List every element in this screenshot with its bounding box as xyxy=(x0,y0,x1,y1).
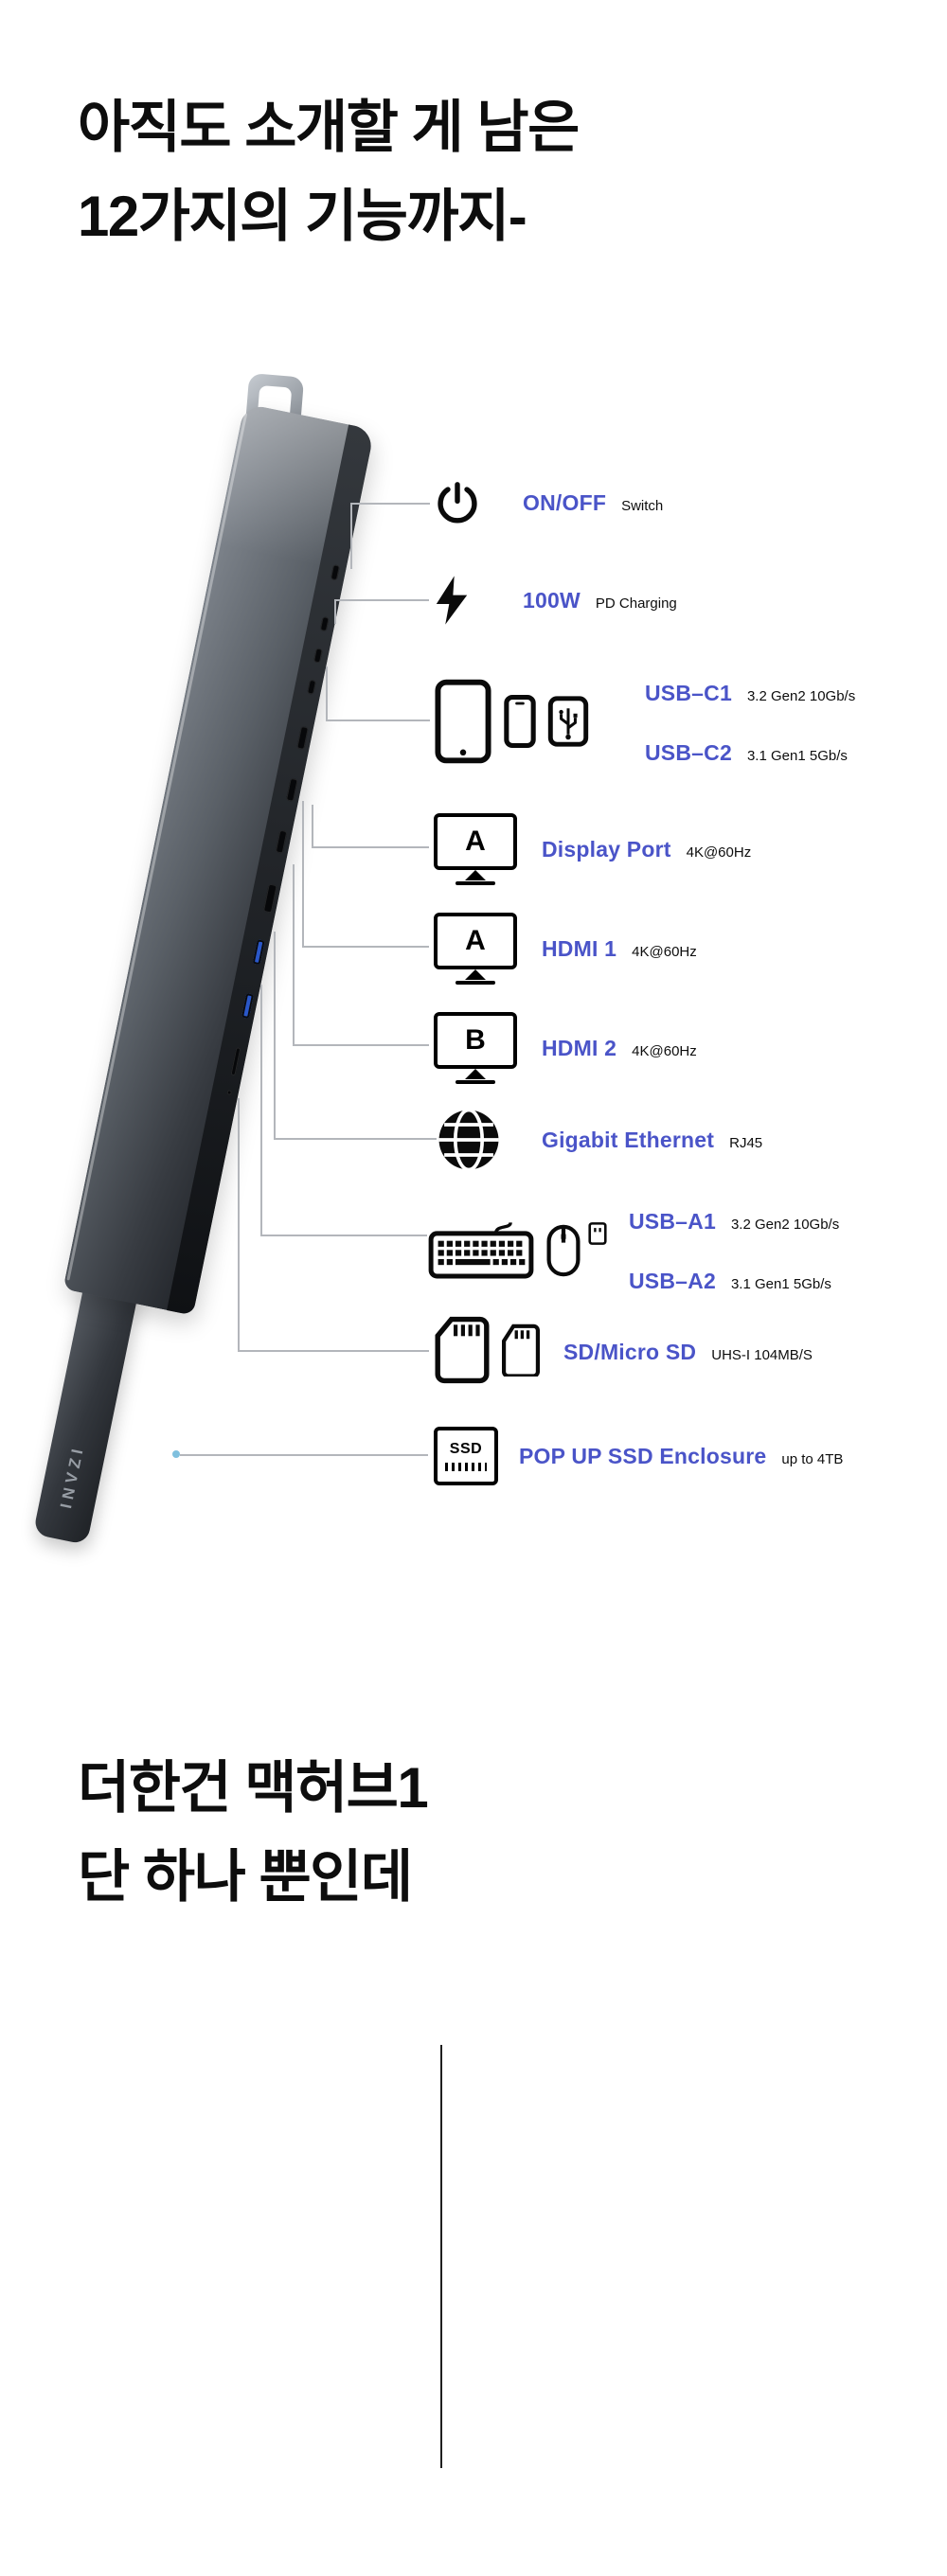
brand-logo: INVZI xyxy=(57,1442,88,1510)
feature-spec: RJ45 xyxy=(729,1134,763,1151)
ssd-enclosure-stick: INVZI xyxy=(32,1276,140,1545)
callout-line xyxy=(326,720,430,721)
callout-line xyxy=(326,666,328,721)
headline-bottom: 더한건 맥허브1 단 하나 뿐인데 xyxy=(78,1744,429,1922)
feature-hdmi2: B HDMI 2 4K@60Hz xyxy=(434,1011,697,1085)
feature-spec: 3.2 Gen2 10Gb/s xyxy=(730,1217,840,1233)
microsd-card-icon xyxy=(501,1324,541,1381)
feature-ssd: SSD POP UP SSD Enclosure up to 4TB xyxy=(434,1422,843,1490)
callout-line xyxy=(260,1235,427,1236)
feature-label: USB–C2 xyxy=(645,740,732,765)
monitor-a-icon: A xyxy=(434,813,517,885)
feature-onoff: ON/OFF Switch xyxy=(434,476,663,529)
feature-sd: SD/Micro SD UHS-I 104MB/S xyxy=(434,1316,813,1388)
callout-line xyxy=(350,503,352,569)
power-icon xyxy=(434,479,523,526)
feature-spec: 3.1 Gen1 5Gb/s xyxy=(746,748,848,764)
mouse-icon xyxy=(545,1224,581,1282)
callout-line xyxy=(238,1350,429,1352)
headline-bottom-line1: 더한건 맥허브1 xyxy=(78,1756,429,1820)
keyboard-icon xyxy=(428,1219,534,1285)
feature-spec: 4K@60Hz xyxy=(632,1042,697,1059)
feature-pd-charging: 100W PD Charging xyxy=(434,574,677,627)
callout-line xyxy=(334,599,336,624)
feature-label: Gigabit Ethernet xyxy=(542,1127,715,1152)
feature-label: ON/OFF xyxy=(523,489,607,515)
callout-line xyxy=(238,1098,240,1352)
tablet-icon xyxy=(434,678,492,770)
feature-usbc: USB–C1 3.2 Gen2 10Gb/s USB–C2 3.1 Gen1 5… xyxy=(434,674,855,773)
divider-line xyxy=(440,2045,442,2468)
callout-line xyxy=(293,864,295,1046)
headline-top-line1: 아직도 소개할 게 남은 xyxy=(78,96,580,159)
feature-displayport: A Display Port 4K@60Hz xyxy=(434,812,751,886)
feature-spec: up to 4TB xyxy=(781,1450,844,1467)
hub-device: INVZI xyxy=(13,373,375,1556)
monitor-letter: B xyxy=(465,1024,486,1056)
callout-line xyxy=(180,1454,428,1456)
callout-line xyxy=(274,1138,437,1140)
headline-top-line2: 12가지의 기능까지- xyxy=(78,185,527,248)
ssd-icon: SSD xyxy=(434,1427,519,1485)
feature-spec: Switch xyxy=(621,497,664,514)
phone-icon xyxy=(504,694,536,754)
ssd-icon-label: SSD xyxy=(449,1441,483,1457)
lightning-icon xyxy=(434,575,523,626)
feature-label: Display Port xyxy=(542,836,671,862)
feature-spec: UHS-I 104MB/S xyxy=(711,1346,813,1363)
feature-label: HDMI 2 xyxy=(542,1035,617,1060)
feature-label: USB–C1 xyxy=(645,681,732,705)
feature-label: SD/Micro SD xyxy=(563,1339,697,1364)
feature-ethernet: Gigabit Ethernet RJ45 xyxy=(434,1105,762,1175)
feature-spec: 3.1 Gen1 5Gb/s xyxy=(730,1276,831,1292)
feature-hdmi1: A HDMI 1 4K@60Hz xyxy=(434,912,697,986)
monitor-letter: A xyxy=(465,826,486,857)
callout-line xyxy=(302,801,304,948)
device-body xyxy=(63,402,375,1316)
feature-spec: 3.2 Gen2 10Gb/s xyxy=(746,688,856,704)
callout-line xyxy=(293,1044,429,1046)
usb-plug-icon xyxy=(587,1221,608,1251)
feature-label: USB–A2 xyxy=(629,1269,716,1293)
sd-card-icon xyxy=(434,1316,491,1389)
feature-label: POP UP SSD Enclosure xyxy=(519,1443,767,1468)
callout-line xyxy=(274,932,276,1140)
callout-line xyxy=(350,503,430,505)
headline-bottom-line2: 단 하나 뿐인데 xyxy=(78,1845,413,1909)
ssd-callout-dot xyxy=(172,1450,180,1458)
external-drive-icon xyxy=(547,694,589,754)
device-port-edge xyxy=(167,424,375,1316)
callout-line xyxy=(302,946,429,948)
feature-spec: PD Charging xyxy=(595,595,677,612)
monitor-b-icon: B xyxy=(434,1012,517,1084)
callout-line xyxy=(312,805,313,848)
monitor-letter: A xyxy=(465,925,486,956)
callout-line xyxy=(334,599,429,601)
feature-spec: 4K@60Hz xyxy=(686,844,752,861)
headline-top: 아직도 소개할 게 남은 12가지의 기능까지- xyxy=(78,83,580,261)
feature-usba: USB–A1 3.2 Gen2 10Gb/s USB–A2 3.1 Gen1 5… xyxy=(428,1202,839,1301)
feature-label: USB–A1 xyxy=(629,1209,716,1234)
feature-label: HDMI 1 xyxy=(542,935,617,961)
feature-label: 100W xyxy=(523,587,581,613)
monitor-a-icon: A xyxy=(434,913,517,985)
globe-icon xyxy=(434,1105,542,1175)
callout-line xyxy=(312,846,429,848)
callout-line xyxy=(260,985,262,1236)
feature-spec: 4K@60Hz xyxy=(632,943,697,960)
